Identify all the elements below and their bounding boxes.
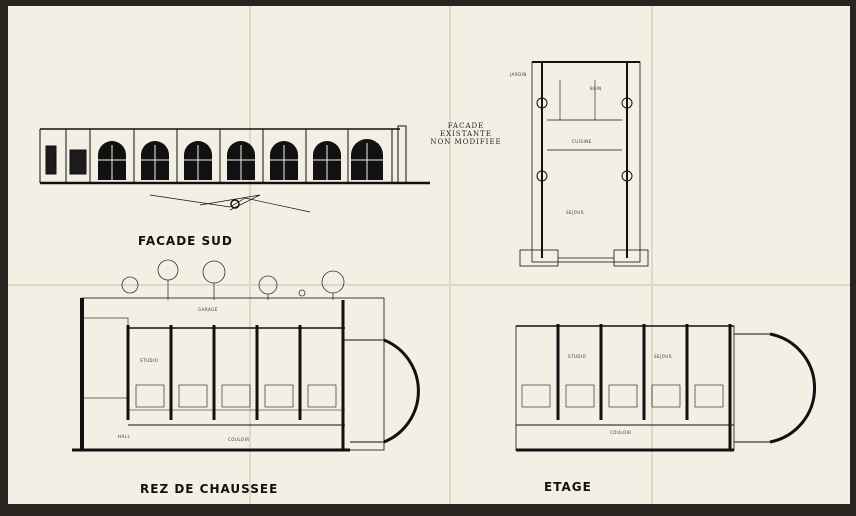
facade-note-line-1: FACADE EXISTANTE <box>440 122 492 138</box>
title-ground-floor: REZ DE CHAUSSEE <box>140 482 279 496</box>
facade-note: FACADE EXISTANTE NON MODIFIEE <box>426 122 506 146</box>
label-couloir-upper: COULOIR <box>610 430 632 435</box>
title-south-facade: FACADE SUD <box>138 234 233 248</box>
apartment-detail-plan <box>519 61 649 267</box>
label-jardin: JARDIN <box>510 72 527 77</box>
ground-floor-plan <box>72 297 420 452</box>
label-studio-upper: STUDIO <box>568 354 587 359</box>
paper-background <box>8 6 850 504</box>
trees-sketch <box>121 259 345 300</box>
label-sejour-upper: SEJOUR <box>654 354 673 359</box>
label-hall: HALL <box>118 434 131 439</box>
label-couloir: COULOIR <box>228 437 250 442</box>
fold-lines <box>8 6 850 504</box>
label-bain: BAIN <box>590 86 602 91</box>
south-facade-elevation <box>39 125 430 213</box>
title-upper-floor: ETAGE <box>544 480 592 494</box>
label-cuisine: CUISINE <box>572 139 592 144</box>
upper-floor-plan <box>515 324 816 452</box>
label-studio: STUDIO <box>140 358 159 363</box>
label-garage: GARAGE <box>198 307 218 312</box>
facade-note-line-2: NON MODIFIEE <box>430 138 502 146</box>
label-sejour: SEJOUR <box>566 210 585 215</box>
